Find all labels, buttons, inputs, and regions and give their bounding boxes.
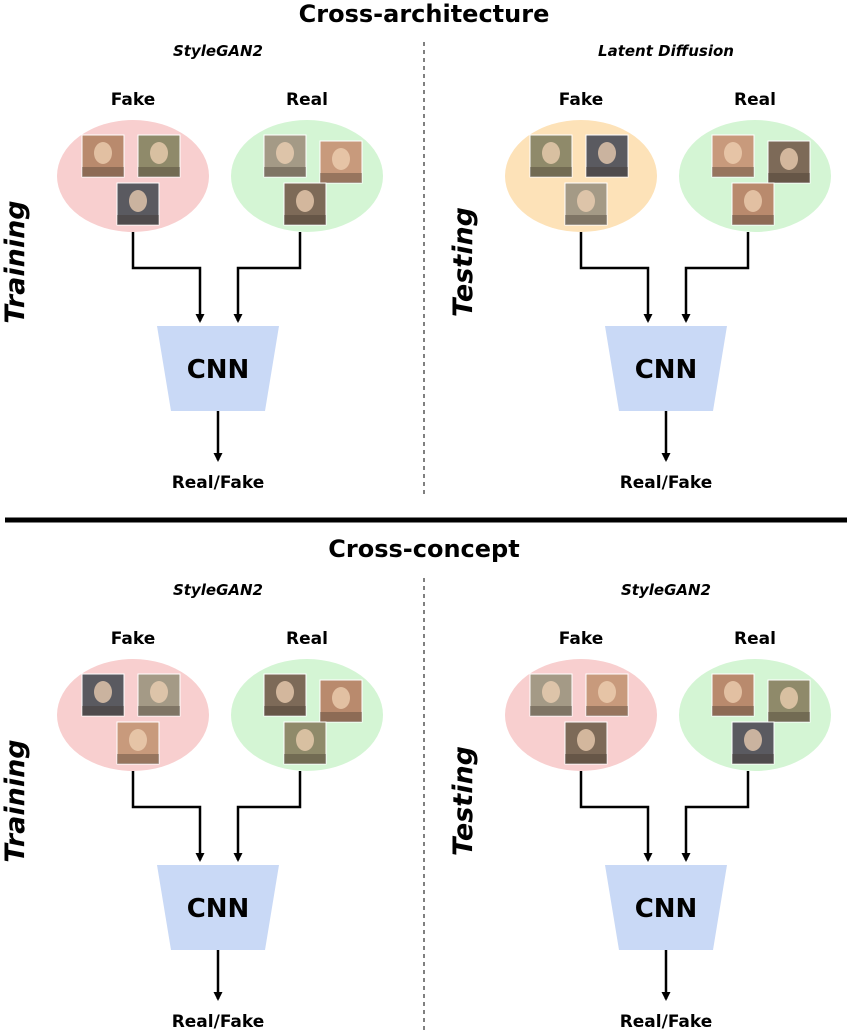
real-label: Real [286,90,328,110]
boy-face-thumbnail [767,140,811,184]
man-cap-face-thumbnail [81,673,125,717]
cnn-label: CNN [187,894,250,924]
model-name: StyleGAN2 [621,581,711,599]
fake-to-cnn-arrow [131,771,205,862]
church-tower-thumbnail [137,134,181,178]
section-title: Cross-architecture [299,0,550,28]
side-label: Training [0,200,31,323]
cnn-block [157,865,279,950]
fake-to-cnn-arrow [579,232,653,323]
real-label: Real [734,629,776,649]
church-building-thumbnail [711,134,755,178]
person-santa-hat-thumbnail [319,140,363,184]
real-label: Real [286,629,328,649]
output-label: Real/Fake [172,473,265,493]
wildcat-thumbnail [585,673,629,717]
real-to-cnn-arrow [233,232,302,323]
bearded-man-thumbnail [319,679,363,723]
section-title: Cross-concept [328,535,519,563]
side-label: Testing [448,746,479,856]
fake-label: Fake [111,629,155,649]
model-name: StyleGAN2 [173,581,263,599]
real-to-cnn-arrow [681,232,750,323]
fake-label: Fake [559,629,603,649]
real-to-cnn-arrow [233,771,302,862]
cnn-block [157,326,279,411]
cnn-label: CNN [635,355,698,385]
output-label: Real/Fake [172,1012,265,1032]
child-face-thumbnail [283,721,327,765]
woman-hat-face-thumbnail [116,721,160,765]
real-label: Real [734,90,776,110]
model-name: Latent Diffusion [598,42,734,60]
house-cat-thumbnail [564,721,608,765]
output-label: Real/Fake [620,473,713,493]
output-label: Real/Fake [620,1012,713,1032]
lion-thumbnail [529,673,573,717]
leopard-thumbnail [731,721,775,765]
fake-label: Fake [111,90,155,110]
house-thumbnail [564,182,608,226]
cathedral-thumbnail [263,134,307,178]
person-sunglasses-thumbnail [263,673,307,717]
lynx-thumbnail [767,679,811,723]
cheetah-thumbnail [711,673,755,717]
side-label: Training [0,739,31,862]
model-name: StyleGAN2 [173,42,263,60]
side-label: Testing [448,207,479,317]
cheetah-thumbnail [283,182,327,226]
fake-label: Fake [559,90,603,110]
cnn-block [605,326,727,411]
fake-to-cnn-arrow [579,771,653,862]
black-cat-thumbnail [116,182,160,226]
cnn-label: CNN [635,894,698,924]
woman-face-thumbnail [529,134,573,178]
real-to-cnn-arrow [681,771,750,862]
person-face-thumbnail [81,134,125,178]
woman-face-thumbnail [137,673,181,717]
cnn-label: CNN [187,355,250,385]
bedroom-thumbnail [585,134,629,178]
cnn-block [605,865,727,950]
fake-to-cnn-arrow [131,232,205,323]
living-room-thumbnail [731,182,775,226]
